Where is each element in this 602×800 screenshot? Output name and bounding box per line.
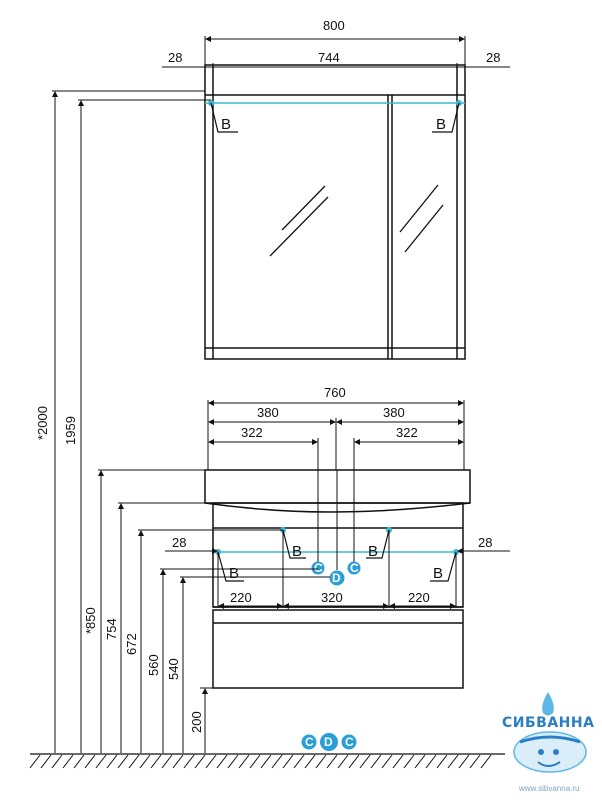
hatch-stroke [40, 754, 52, 769]
bracket-b-top-right [432, 102, 460, 133]
dim-322 [208, 438, 464, 568]
dim-800-label: 800 [323, 18, 345, 33]
dim-322-left-label: 322 [241, 425, 263, 440]
dim-28-vanity-right-label: 28 [478, 535, 492, 550]
hatch-stroke [106, 754, 118, 769]
hatch-stroke [205, 754, 217, 769]
hatch-stroke [414, 754, 426, 769]
dim-744-label: 744 [318, 50, 340, 65]
bracket-b-label: B [433, 565, 443, 582]
height-560-label: 560 [146, 654, 161, 676]
hatch-stroke [161, 754, 173, 769]
connection-markers-floor [301, 733, 357, 751]
hatch-stroke [293, 754, 305, 769]
height-2000-label: *2000 [35, 406, 50, 440]
connection-markers-vanity [311, 561, 361, 586]
dim-760-label: 760 [324, 385, 346, 400]
hatch-stroke [304, 754, 316, 769]
hatch-stroke [315, 754, 327, 769]
bracket-b-top-left [210, 102, 238, 133]
marker-c-label: C [350, 561, 359, 575]
hatch-stroke [447, 754, 459, 769]
hatch-stroke [73, 754, 85, 769]
bracket-b-label: B [436, 116, 446, 133]
hatch-stroke [403, 754, 415, 769]
dim-380-left-label: 380 [257, 405, 279, 420]
mirror-cabinet [204, 64, 466, 360]
marker-c-label: C [314, 561, 323, 575]
dim-28-right-label: 28 [486, 50, 500, 65]
hatch-stroke [271, 754, 283, 769]
dim-220-right-label: 220 [408, 590, 430, 605]
vanity-brackets [217, 529, 457, 582]
floor-hatching [29, 754, 492, 769]
hatch-stroke [381, 754, 393, 769]
dim-322-right-label: 322 [396, 425, 418, 440]
hatch-stroke [480, 754, 492, 769]
hatch-stroke [249, 754, 261, 769]
brand-name: СИБВАННА [502, 715, 594, 731]
hatch-stroke [392, 754, 404, 769]
hatch-stroke [84, 754, 96, 769]
hatch-stroke [117, 754, 129, 769]
hatch-stroke [458, 754, 470, 769]
hatch-stroke [183, 754, 195, 769]
height-754-label: 754 [104, 618, 119, 640]
hatch-stroke [436, 754, 448, 769]
mirror-glare-right [399, 184, 444, 253]
hatch-stroke [172, 754, 184, 769]
dim-800 [204, 36, 466, 65]
mirror-glare-left [269, 185, 329, 257]
dim-380 [208, 418, 464, 470]
hatch-stroke [359, 754, 371, 769]
dim-220-left-label: 220 [230, 590, 252, 605]
hatch-stroke [62, 754, 74, 769]
hatch-stroke [326, 754, 338, 769]
marker-c-label: C [305, 735, 314, 749]
hatch-stroke [150, 754, 162, 769]
hatch-stroke [469, 754, 481, 769]
hatch-stroke [128, 754, 140, 769]
hatch-stroke [194, 754, 206, 769]
hatch-stroke [282, 754, 294, 769]
marker-d-label: D [324, 735, 333, 749]
dim-28-left-label: 28 [168, 50, 182, 65]
height-540-label: 540 [166, 658, 181, 680]
height-200-label: 200 [189, 711, 204, 733]
bracket-b-label: B [221, 116, 231, 133]
hatch-stroke [216, 754, 228, 769]
height-1959-label: 1959 [63, 416, 78, 445]
hatch-stroke [29, 754, 41, 769]
hatch-stroke [51, 754, 63, 769]
hatch-stroke [238, 754, 250, 769]
hatch-stroke [348, 754, 360, 769]
height-672-label: 672 [124, 633, 139, 655]
brand-site: www.sibvanna.ru [518, 784, 579, 793]
marker-c-label: C [345, 735, 354, 749]
dim-28-vanity-left-label: 28 [172, 535, 186, 550]
dim-760 [207, 400, 465, 470]
hatch-stroke [370, 754, 382, 769]
hatch-stroke [425, 754, 437, 769]
brand-logo [513, 692, 587, 773]
hatch-stroke [139, 754, 151, 769]
height-850-label: *850 [83, 607, 98, 634]
hatch-stroke [337, 754, 349, 769]
bracket-b-label: B [229, 565, 239, 582]
height-dimensions [52, 90, 330, 753]
hatch-stroke [260, 754, 272, 769]
dim-744 [162, 63, 510, 68]
hatch-stroke [95, 754, 107, 769]
hatch-stroke [227, 754, 239, 769]
dim-320-label: 320 [321, 590, 343, 605]
dim-380-right-label: 380 [383, 405, 405, 420]
bracket-b-label: B [292, 543, 302, 560]
bracket-b-label: B [368, 543, 378, 560]
marker-d-label: D [332, 571, 341, 585]
